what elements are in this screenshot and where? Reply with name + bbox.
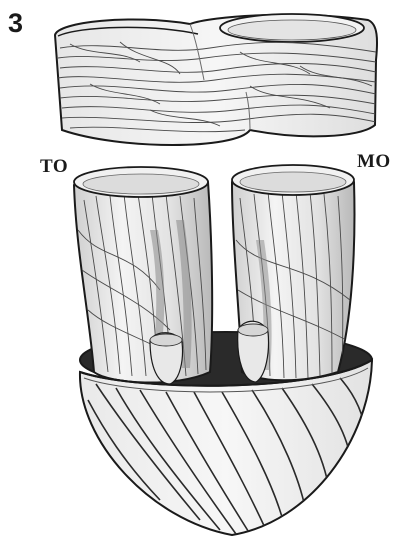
tricuspid-outflow-tube	[74, 167, 212, 384]
ventricular-cup-front	[80, 360, 372, 535]
tricuspid-tube-body	[74, 171, 212, 382]
mitral-orifice-label: MO	[357, 152, 391, 171]
atrial-fiber-band	[55, 14, 377, 145]
panel-number: 3	[8, 10, 23, 37]
tricuspid-orifice-label: TO	[40, 157, 68, 176]
mitral-outflow-tube	[232, 165, 354, 382]
